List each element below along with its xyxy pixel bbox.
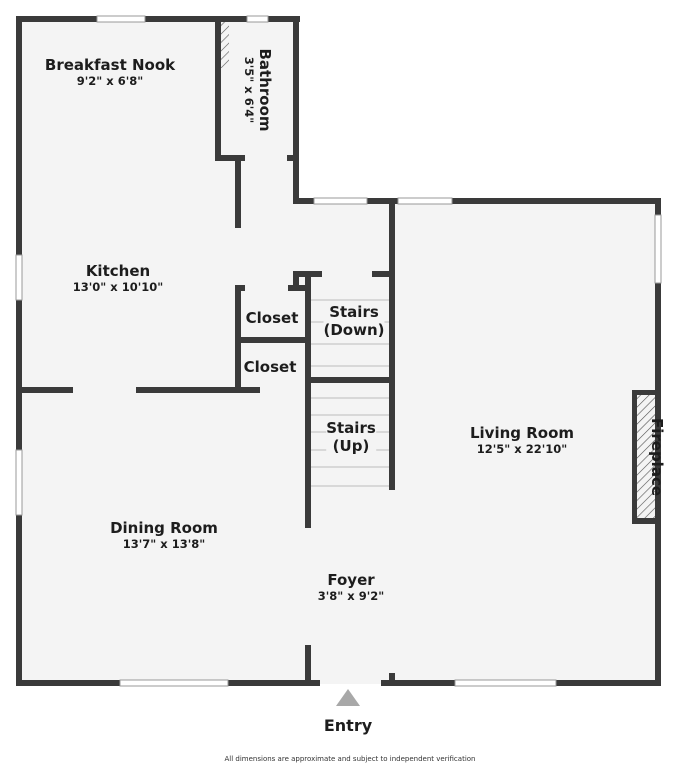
stairs-up: Stairs (Up) xyxy=(326,419,376,455)
entry-arrow-icon xyxy=(336,689,360,706)
room-name: Stairs xyxy=(329,303,379,321)
fireplace: Fireplace xyxy=(648,418,666,496)
fireplace-hearth xyxy=(637,395,655,518)
room-name: Closet xyxy=(243,358,297,376)
room-kitchen: Kitchen 13'0" x 10'10" xyxy=(73,262,163,294)
room-name: Dining Room xyxy=(110,519,218,537)
room-name: Stairs xyxy=(326,419,376,437)
room-dimensions: 9'2" x 6'8" xyxy=(76,74,144,88)
chase xyxy=(221,22,229,68)
room-bathroom: Bathroom 3'5" x 6'4" xyxy=(242,48,274,131)
room-dining-room: Dining Room 13'7" x 13'8" xyxy=(110,519,218,551)
room-closet-2: Closet xyxy=(244,358,297,376)
disclaimer: All dimensions are approximate and subje… xyxy=(224,755,476,763)
fireplace-label: Fireplace xyxy=(648,417,666,497)
room-dimensions: 13'7" x 13'8" xyxy=(122,537,206,551)
stairs-direction: (Down) xyxy=(323,321,385,339)
room-name: Breakfast Nook xyxy=(44,56,176,74)
room-dimensions: 13'0" x 10'10" xyxy=(72,280,164,294)
room-name: Living Room xyxy=(469,424,575,442)
room-name: Closet xyxy=(245,309,299,327)
room-living-room: Living Room 12'5" x 22'10" xyxy=(470,424,574,456)
room-foyer: Foyer 3'8" x 9'2" xyxy=(318,571,384,603)
walls xyxy=(16,16,661,686)
room-dimensions: 3'5" x 6'4" xyxy=(242,56,256,124)
stairs-direction: (Up) xyxy=(332,437,370,455)
entry-label: Entry xyxy=(323,716,373,735)
room-name: Bathroom xyxy=(256,48,274,132)
stairs-down: Stairs (Down) xyxy=(323,303,385,339)
room-name: Foyer xyxy=(327,571,375,589)
windows xyxy=(15,15,662,687)
room-dimensions: 12'5" x 22'10" xyxy=(476,442,568,456)
room-closet-1: Closet xyxy=(246,309,299,327)
room-breakfast-nook: Breakfast Nook 9'2" x 6'8" xyxy=(45,56,175,88)
room-dimensions: 3'8" x 9'2" xyxy=(317,589,385,603)
room-name: Kitchen xyxy=(85,262,151,280)
